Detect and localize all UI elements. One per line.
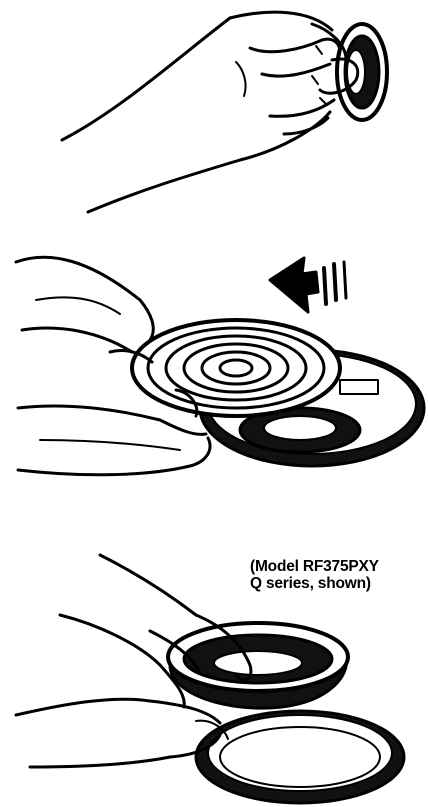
caption-line-1: (Model RF375PXY	[250, 558, 428, 575]
knob-removal-illustration	[0, 0, 428, 220]
caption-line-2: Q series, shown)	[250, 575, 428, 592]
drip-pan-removal-illustration: (Model RF375PXY Q series, shown)	[0, 545, 428, 807]
surface-unit-removal-illustration	[0, 240, 428, 500]
model-caption: (Model RF375PXY Q series, shown)	[250, 558, 428, 592]
hands-lifting-coil-drawing	[0, 240, 428, 500]
hand-pulling-knob-drawing	[0, 0, 428, 220]
